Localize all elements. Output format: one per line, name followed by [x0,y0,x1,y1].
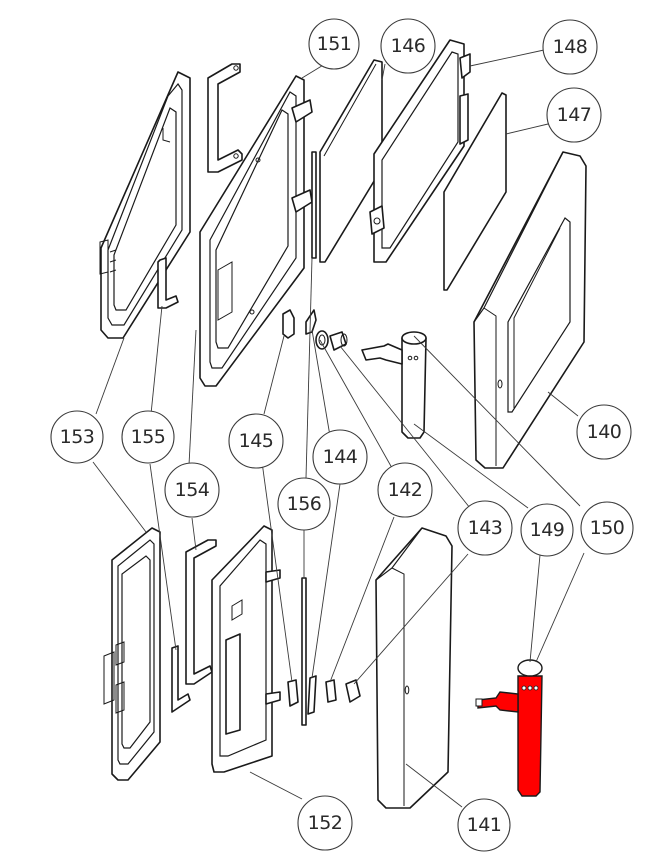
callout-156[interactable]: 156 [277,477,331,531]
callout-152[interactable]: 152 [297,795,353,851]
svg-text:147: 147 [557,104,592,126]
svg-text:149: 149 [530,519,565,541]
part-145-lower-latch[interactable] [287,679,299,707]
callout-155[interactable]: 155 [121,410,175,464]
svg-text:152: 152 [308,812,343,834]
part-146-glass[interactable] [319,59,383,263]
part-155-lower-clip[interactable] [171,645,191,713]
part-145-upper-latch[interactable] [282,309,295,339]
part-153-lower-frame[interactable] [103,527,161,781]
part-155-upper-clip[interactable] [157,257,179,309]
callout-147[interactable]: 147 [546,87,602,143]
part-140-outer-panel[interactable] [473,151,587,469]
part-149-highlighted-handle[interactable] [475,659,543,797]
part-143-upper-bushing[interactable] [329,331,348,351]
svg-text:144: 144 [323,446,358,468]
part-149-upper-handle[interactable] [361,331,427,439]
callout-153[interactable]: 153 [50,410,104,464]
callout-148[interactable]: 148 [542,19,598,75]
part-152-lower-inner-frame[interactable] [211,525,281,773]
part-143-lower-bushing[interactable] [345,679,361,703]
part-156-lower-rod[interactable] [301,577,307,726]
svg-text:143: 143 [468,517,503,539]
svg-text:146: 146 [391,35,426,57]
callout-154[interactable]: 154 [164,462,220,518]
part-144-upper-washer[interactable] [305,309,317,335]
callout-149[interactable]: 149 [520,503,574,557]
callout-141[interactable]: 141 [457,798,511,852]
callout-146[interactable]: 146 [380,18,436,74]
part-144-lower-washer[interactable] [307,675,317,715]
part-142-upper-nut[interactable] [315,330,329,350]
svg-text:140: 140 [587,421,622,443]
svg-text:155: 155 [131,426,166,448]
part-156-upper-rod[interactable] [311,151,317,259]
svg-text:151: 151 [317,33,352,55]
handle-tip [475,698,483,707]
svg-text:153: 153 [60,426,95,448]
part-141-lower-panel[interactable] [375,527,453,809]
handle-cap [517,659,543,677]
callout-143[interactable]: 143 [457,500,513,556]
handle-body [517,675,543,797]
handle-stem [477,691,519,713]
svg-text:142: 142 [388,479,423,501]
part-153-upper-frame[interactable] [99,71,191,339]
callout-145[interactable]: 145 [228,413,284,469]
part-142-lower-nut[interactable] [325,679,337,703]
svg-text:145: 145 [239,430,274,452]
svg-text:150: 150 [590,517,625,539]
part-147-glass[interactable] [443,92,507,291]
part-151-inner-frame[interactable] [199,75,313,387]
leader-lines [92,49,585,808]
callout-144[interactable]: 144 [312,429,368,485]
callouts: 151 146 148 147 140 153 155 145 144 154 … [50,18,634,852]
svg-text:154: 154 [175,479,210,501]
part-154-upper-bracket[interactable] [207,63,243,173]
callout-142[interactable]: 142 [377,462,433,518]
callout-151[interactable]: 151 [308,18,360,70]
svg-text:141: 141 [467,814,502,836]
callout-150[interactable]: 150 [580,501,634,555]
part-154-lower-bracket[interactable] [185,539,217,685]
svg-text:148: 148 [553,36,588,58]
callout-140[interactable]: 140 [576,404,632,460]
svg-text:156: 156 [287,493,322,515]
part-148-glass-frame[interactable] [369,39,471,263]
